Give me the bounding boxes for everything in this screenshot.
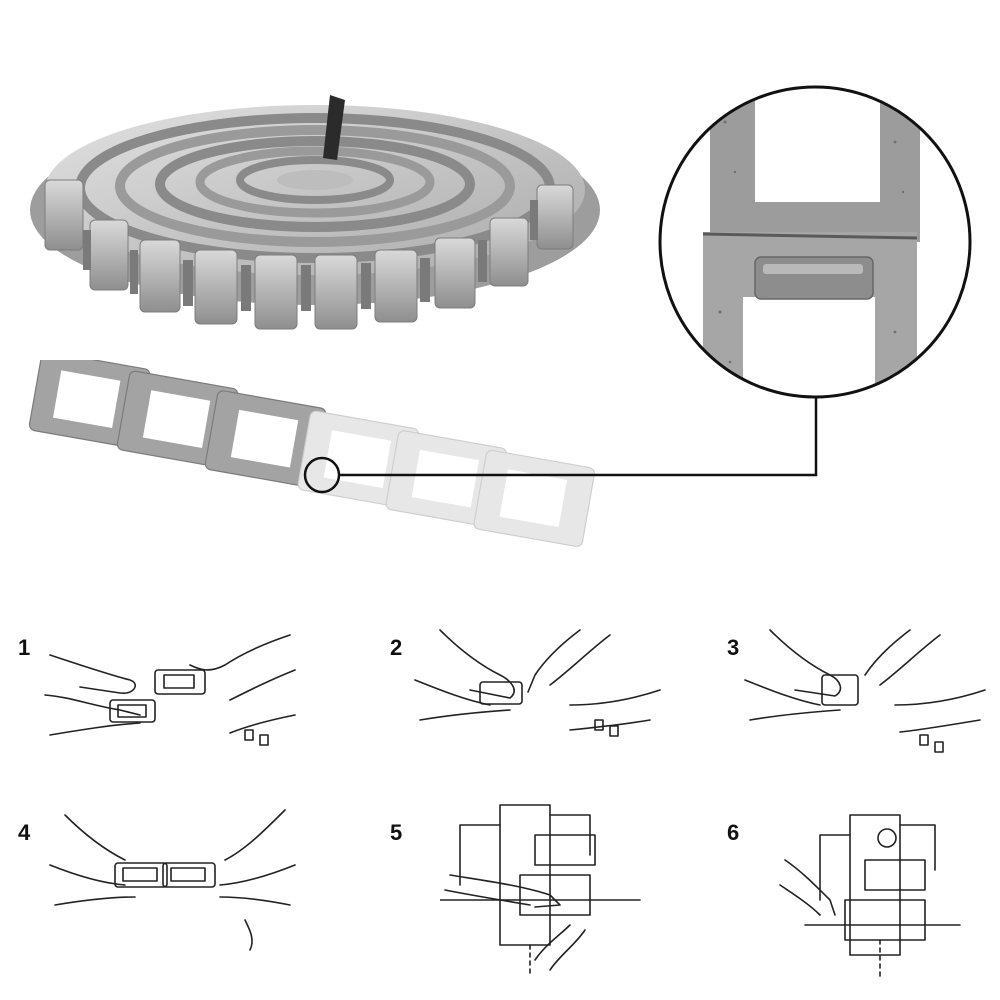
link-zoom-image — [658, 85, 972, 399]
step-1-illustration — [44, 634, 296, 746]
step-number-4: 4 — [18, 820, 31, 845]
step-number-6: 6 — [727, 820, 740, 845]
step-number-1: 1 — [18, 635, 31, 660]
step-5-illustration — [440, 804, 641, 975]
step-4-illustration — [49, 809, 296, 951]
step-number-3: 3 — [727, 635, 740, 660]
step-number-5: 5 — [390, 820, 403, 845]
step-6-illustration — [779, 814, 961, 979]
step-3-illustration — [744, 629, 986, 753]
step-2-illustration — [414, 629, 661, 737]
chain-coil-image — [30, 95, 600, 330]
zoom-connector-line — [338, 397, 818, 477]
step-number-2: 2 — [390, 635, 403, 660]
